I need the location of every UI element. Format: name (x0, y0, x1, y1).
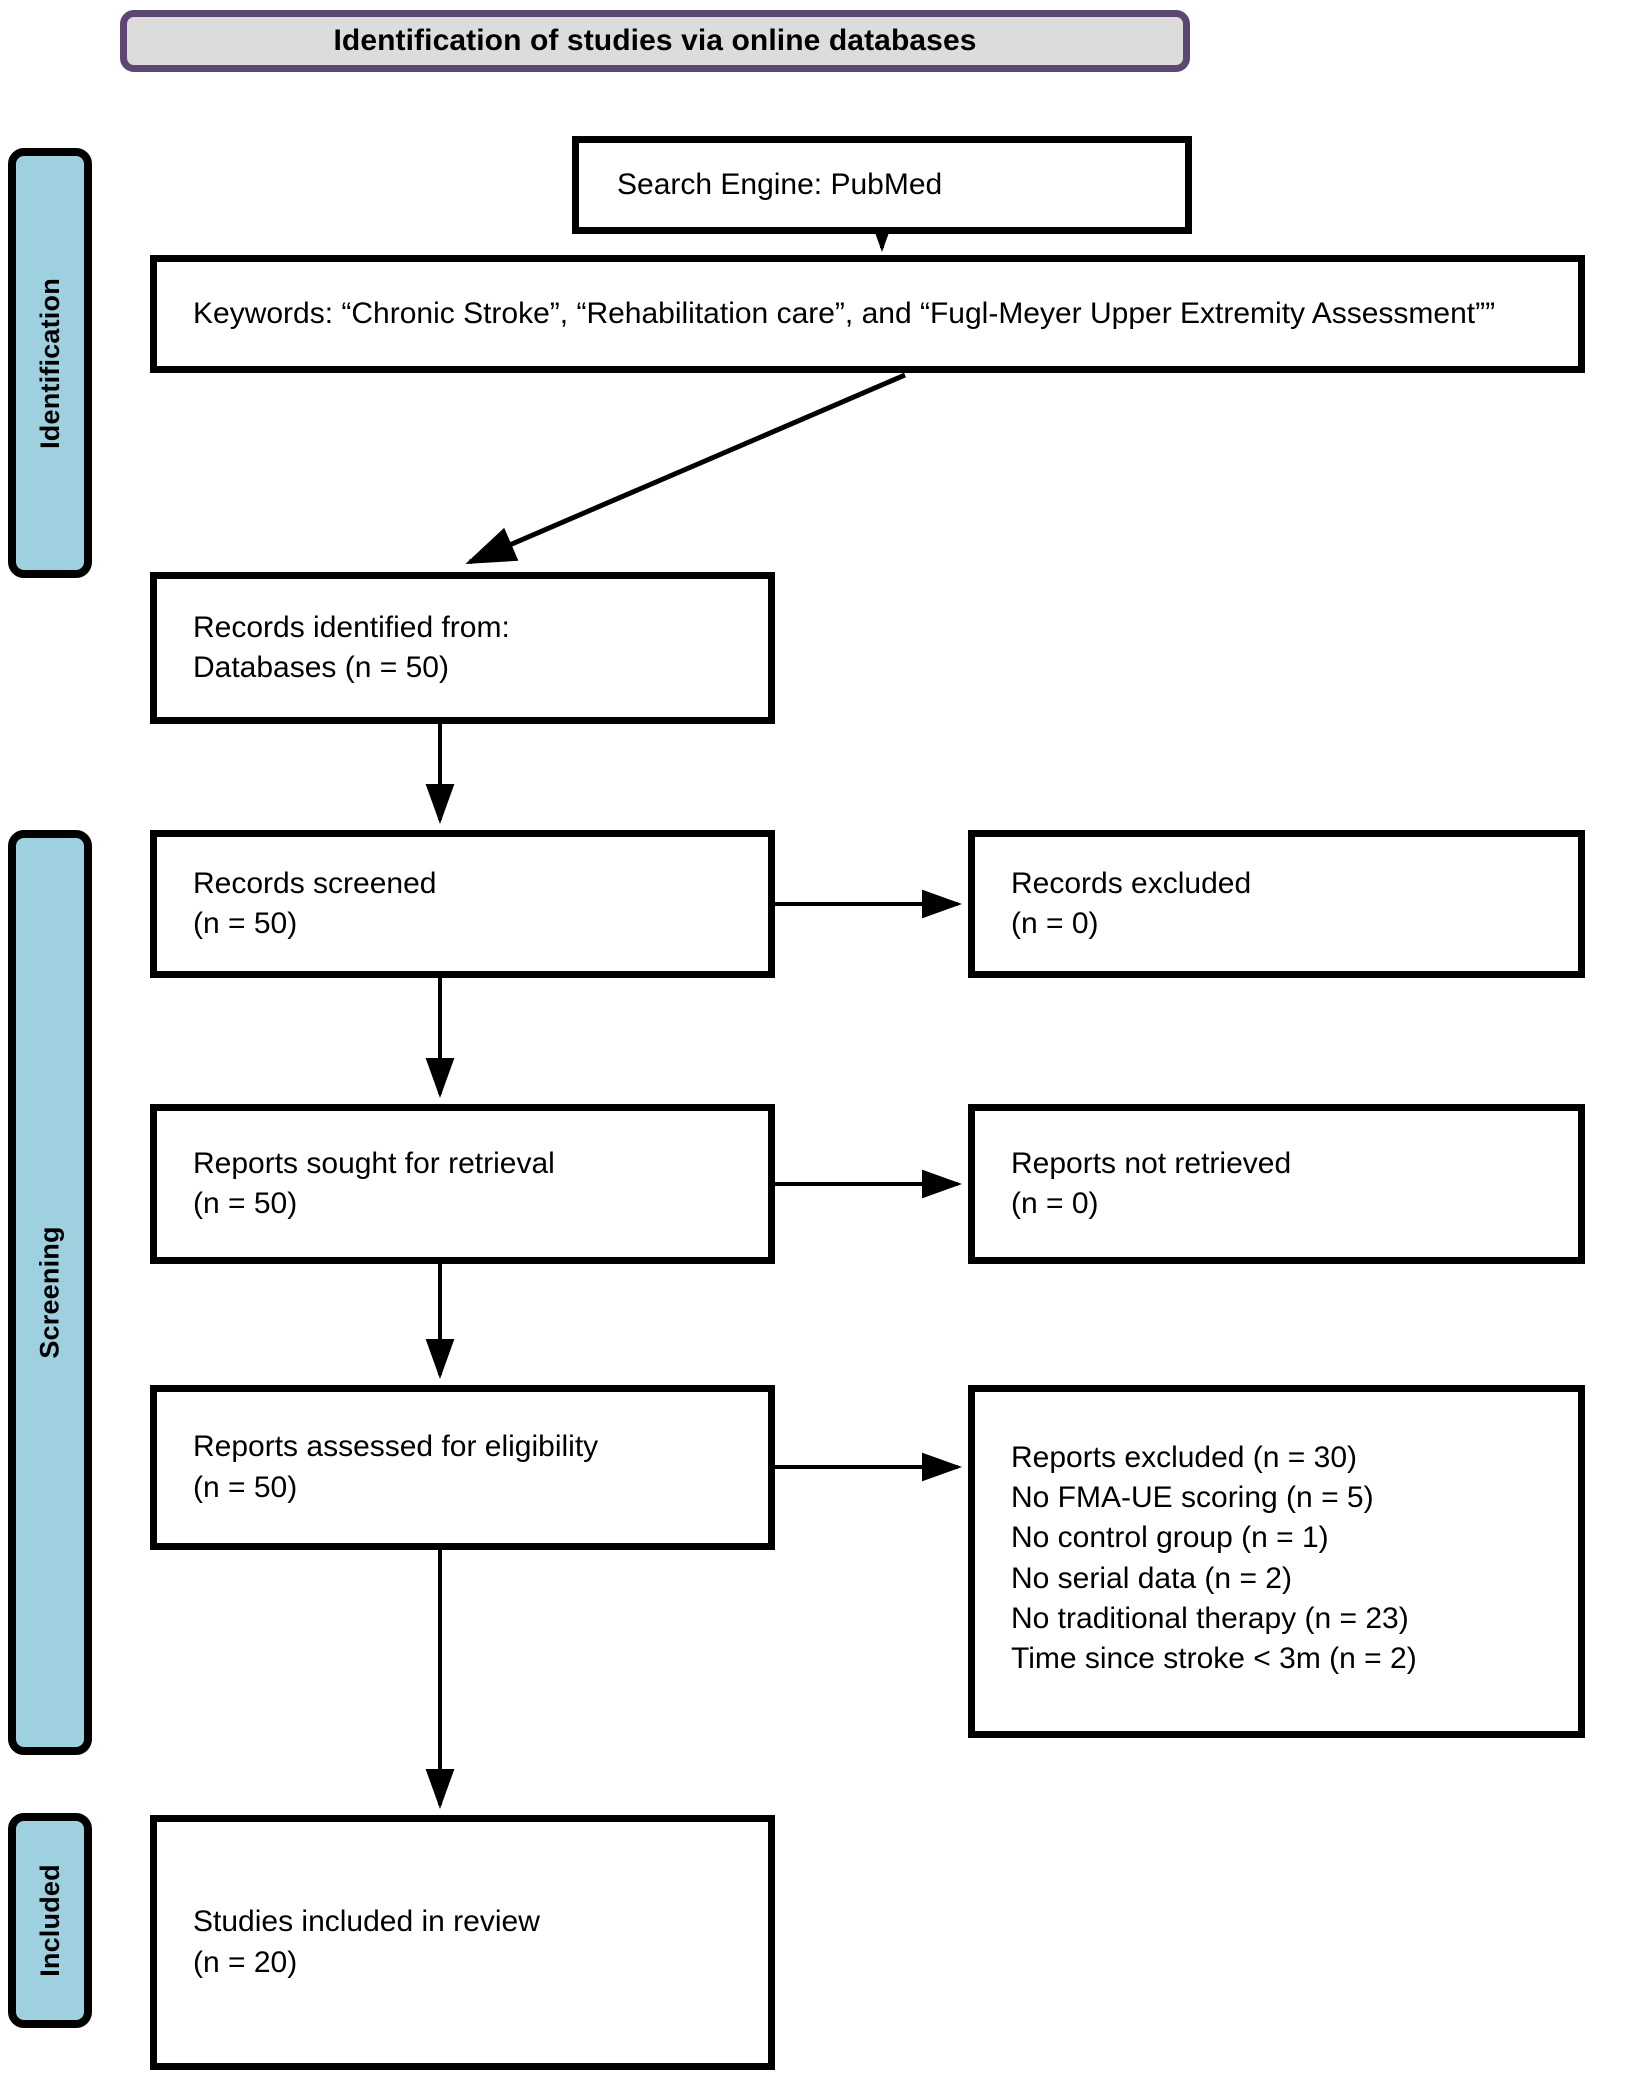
node-reports-assessed-label: Reports assessed for eligibility (n = 50… (193, 1430, 599, 1504)
node-studies-included-label: Studies included in review (n = 20) (193, 1905, 540, 1979)
node-records-excluded: Records excluded (n = 0) (968, 830, 1585, 978)
node-records-screened-label: Records screened (n = 50) (193, 866, 437, 940)
node-keywords-label: Keywords: “Chronic Stroke”, “Rehabilitat… (193, 296, 1496, 330)
stage-bar-screening: Screening (8, 830, 92, 1755)
node-keywords: Keywords: “Chronic Stroke”, “Rehabilitat… (150, 255, 1585, 373)
stage-bar-included: Included (8, 1813, 92, 2028)
node-records-excluded-label: Records excluded (n = 0) (1011, 866, 1252, 940)
node-records-identified-label: Records identified from: Databases (n = … (193, 610, 510, 684)
stage-bar-identification: Identification (8, 148, 92, 578)
node-reports-sought-label: Reports sought for retrieval (n = 50) (193, 1146, 555, 1220)
node-search-engine-label: Search Engine: PubMed (617, 167, 943, 201)
node-reports-sought-for-retrieval: Reports sought for retrieval (n = 50) (150, 1104, 775, 1264)
diagram-header-banner: Identification of studies via online dat… (120, 10, 1190, 72)
node-studies-included-in-review: Studies included in review (n = 20) (150, 1815, 775, 2070)
stage-label-included: Included (34, 1864, 65, 1977)
node-reports-excluded: Reports excluded (n = 30) No FMA-UE scor… (968, 1385, 1585, 1738)
node-reports-excluded-label: Reports excluded (n = 30) No FMA-UE scor… (1011, 1441, 1417, 1675)
page-title: Identification of studies via online dat… (333, 24, 977, 57)
stage-label-identification: Identification (34, 277, 65, 449)
node-records-screened: Records screened (n = 50) (150, 830, 775, 978)
arrow-keywords-to-records-identified (465, 372, 906, 565)
node-reports-not-retrieved: Reports not retrieved (n = 0) (968, 1104, 1585, 1264)
stage-label-screening: Screening (34, 1226, 65, 1359)
node-search-engine: Search Engine: PubMed (572, 136, 1192, 234)
node-reports-not-retrieved-label: Reports not retrieved (n = 0) (1011, 1146, 1292, 1220)
node-records-identified: Records identified from: Databases (n = … (150, 572, 775, 724)
node-reports-assessed-for-eligibility: Reports assessed for eligibility (n = 50… (150, 1385, 775, 1550)
